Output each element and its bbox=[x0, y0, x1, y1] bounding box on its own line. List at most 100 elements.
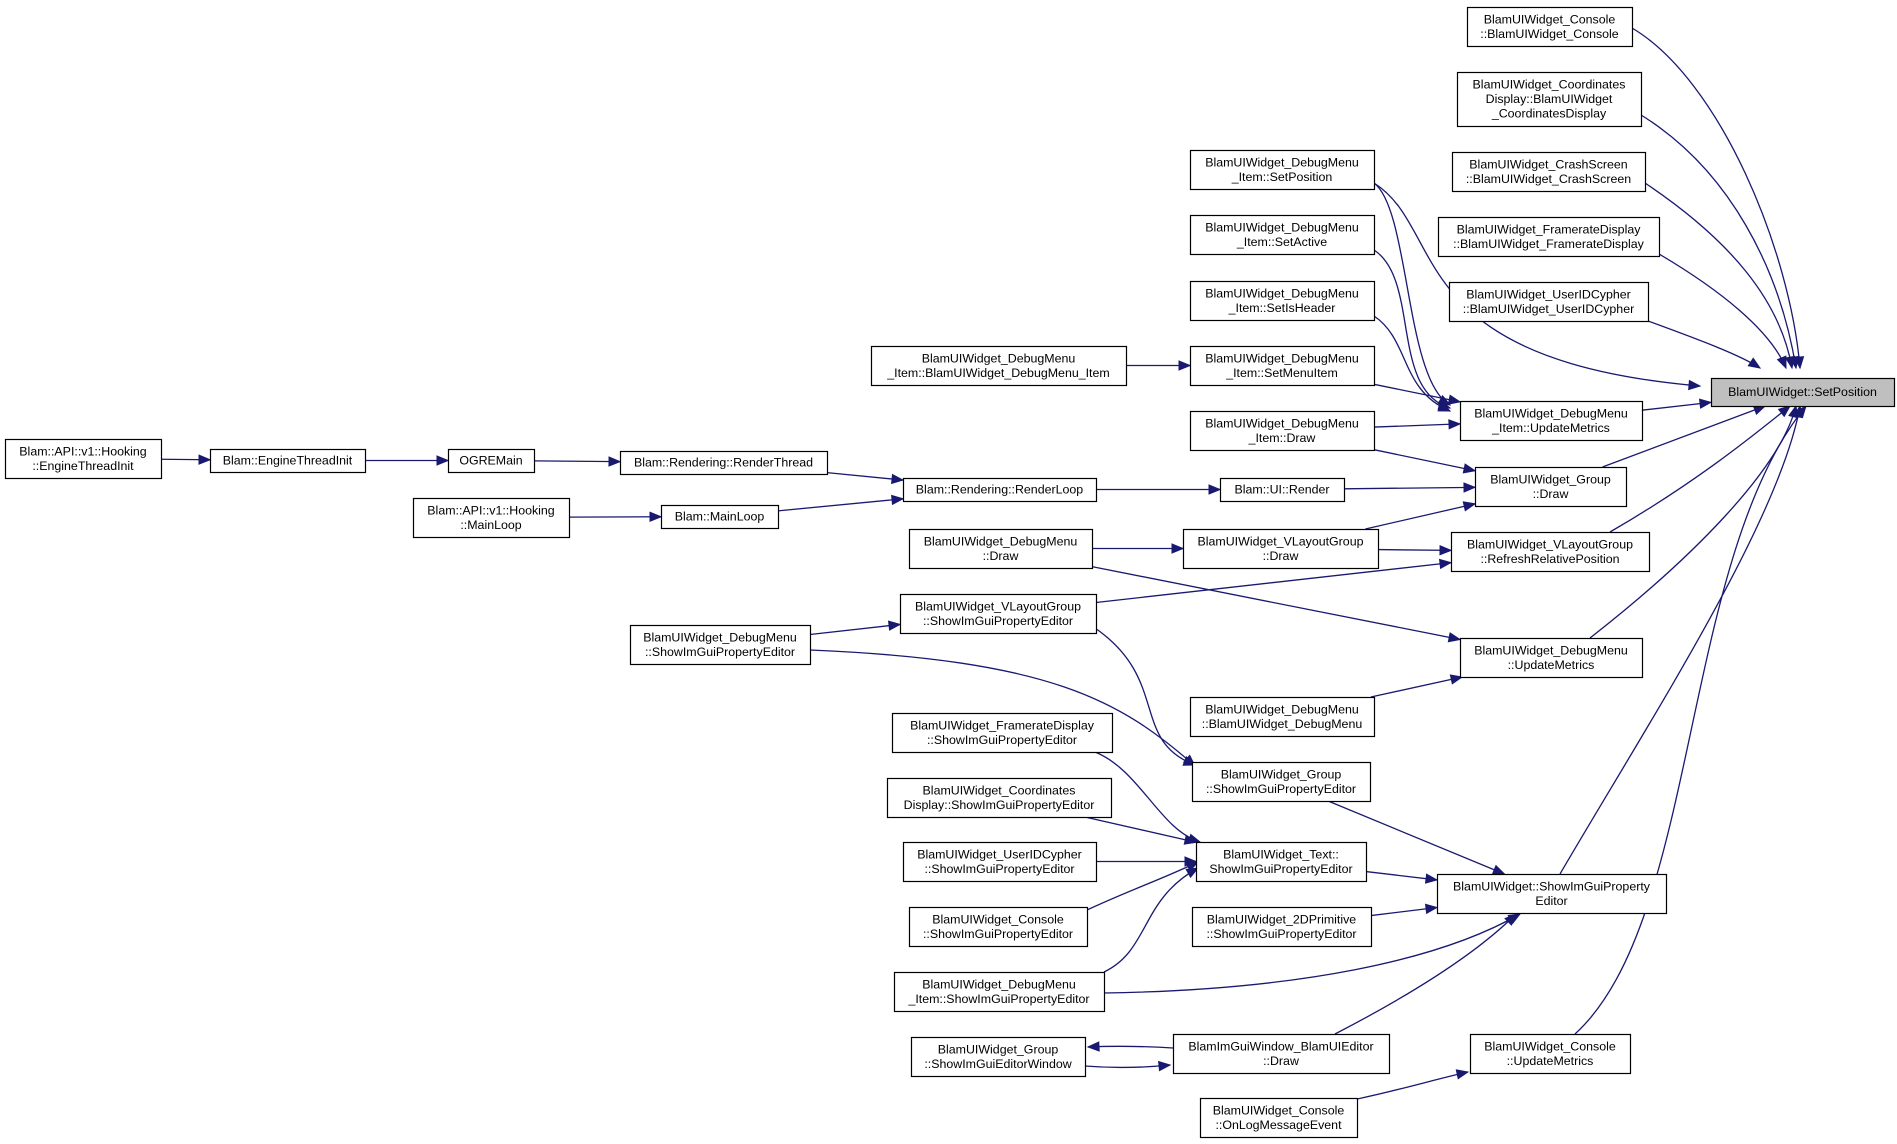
node-dmi-setpos[interactable]: BlamUIWidget_DebugMenu_Item::SetPosition bbox=[1189, 149, 1376, 191]
node-fps-ctor[interactable]: BlamUIWidget_FramerateDisplay::BlamUIWid… bbox=[1437, 216, 1661, 258]
node-label: ShowImGuiPropertyEditor bbox=[1209, 862, 1352, 876]
node-dmi-setactive[interactable]: BlamUIWidget_DebugMenu_Item::SetActive bbox=[1189, 214, 1376, 256]
node-box[interactable] bbox=[209, 448, 367, 474]
node-box[interactable] bbox=[447, 448, 536, 474]
node-box[interactable] bbox=[1450, 531, 1651, 573]
node-label: ::BlamUIWidget_UserIDCypher bbox=[1463, 302, 1634, 316]
node-ui-render[interactable]: Blam::UI::Render bbox=[1219, 477, 1346, 503]
node-box[interactable] bbox=[1189, 149, 1376, 191]
node-label: ::OnLogMessageEvent bbox=[1215, 1118, 1342, 1132]
node-box[interactable] bbox=[1189, 410, 1376, 452]
node-box[interactable] bbox=[902, 841, 1098, 883]
node-dm-draw[interactable]: BlamUIWidget_DebugMenu::Draw bbox=[908, 528, 1094, 570]
node-box[interactable] bbox=[1437, 216, 1661, 258]
node-dmi-setisheader[interactable]: BlamUIWidget_DebugMenu_Item::SetIsHeader bbox=[1189, 280, 1376, 322]
edge-dmi-setisheader-to-dmi-update bbox=[1373, 315, 1451, 412]
node-box[interactable] bbox=[1182, 528, 1380, 570]
node-dm-ctor[interactable]: BlamUIWidget_DebugMenu::BlamUIWidget_Deb… bbox=[1189, 696, 1376, 738]
node-box[interactable] bbox=[1189, 280, 1376, 322]
node-box[interactable] bbox=[1436, 873, 1668, 915]
node-box[interactable] bbox=[1459, 400, 1644, 442]
node-box[interactable] bbox=[908, 528, 1094, 570]
node-label: ::Draw bbox=[1263, 1054, 1299, 1068]
node-box[interactable] bbox=[1466, 6, 1634, 48]
node-box[interactable] bbox=[629, 624, 812, 666]
edge-vlg-refresh-to-setpos-arrowhead bbox=[1777, 405, 1792, 418]
node-group-showprop[interactable]: BlamUIWidget_Group::ShowImGuiPropertyEdi… bbox=[1191, 761, 1372, 803]
node-dmi-draw[interactable]: BlamUIWidget_DebugMenu_Item::Draw bbox=[1189, 410, 1376, 452]
node-box[interactable] bbox=[891, 712, 1114, 754]
node-box[interactable] bbox=[4, 438, 163, 480]
node-ogremain[interactable]: OGREMain bbox=[447, 448, 536, 474]
node-label: ::EngineThreadInit bbox=[32, 459, 134, 473]
node-hook-eti[interactable]: Blam::API::v1::Hooking::EngineThreadInit bbox=[4, 438, 163, 480]
node-console-onlog[interactable]: BlamUIWidget_Console::OnLogMessageEvent bbox=[1199, 1097, 1359, 1139]
node-box[interactable] bbox=[1199, 1097, 1359, 1139]
node-renderloop[interactable]: Blam::Rendering::RenderLoop bbox=[902, 477, 1098, 503]
node-text-showprop[interactable]: BlamUIWidget_Text::ShowImGuiPropertyEdit… bbox=[1195, 841, 1368, 883]
edge-ogremain-to-renderthread-arrowhead bbox=[608, 456, 622, 467]
node-uid-showprop[interactable]: BlamUIWidget_UserIDCypher::ShowImGuiProp… bbox=[902, 841, 1098, 883]
node-editor-draw[interactable]: BlamImGuiWindow_BlamUIEditor::Draw bbox=[1172, 1033, 1391, 1075]
node-crash-ctor[interactable]: BlamUIWidget_CrashScreen::BlamUIWidget_C… bbox=[1451, 151, 1647, 193]
edge-dmi-draw-to-group-draw-arrowhead bbox=[1462, 463, 1477, 474]
node-box[interactable] bbox=[1451, 151, 1647, 193]
node-prim2d-showprop[interactable]: BlamUIWidget_2DPrimitive::ShowImGuiPrope… bbox=[1191, 906, 1373, 948]
node-dmi-setmenuitem[interactable]: BlamUIWidget_DebugMenu_Item::SetMenuItem bbox=[1189, 345, 1376, 387]
node-box[interactable] bbox=[660, 504, 780, 530]
node-dmi-update[interactable]: BlamUIWidget_DebugMenu_Item::UpdateMetri… bbox=[1459, 400, 1644, 442]
node-box[interactable] bbox=[1189, 345, 1376, 387]
node-renderthread[interactable]: Blam::Rendering::RenderThread bbox=[619, 450, 829, 476]
node-group-showwin[interactable]: BlamUIWidget_Group::ShowImGuiEditorWindo… bbox=[910, 1036, 1087, 1078]
node-uid-ctor[interactable]: BlamUIWidget_UserIDCypher::BlamUIWidget_… bbox=[1448, 281, 1650, 323]
node-label: Blam::EngineThreadInit bbox=[223, 454, 353, 468]
node-box[interactable] bbox=[1191, 906, 1373, 948]
node-box[interactable] bbox=[870, 345, 1128, 387]
node-console-update[interactable]: BlamUIWidget_Console::UpdateMetrics bbox=[1469, 1033, 1632, 1075]
node-label: BlamUIWidget_DebugMenu bbox=[1205, 155, 1359, 169]
node-box[interactable] bbox=[1459, 637, 1644, 679]
node-dm-update[interactable]: BlamUIWidget_DebugMenu::UpdateMetrics bbox=[1459, 637, 1644, 679]
node-eti[interactable]: Blam::EngineThreadInit bbox=[209, 448, 367, 474]
node-box[interactable] bbox=[1189, 214, 1376, 256]
edge-dmi-draw-to-dmi-update-arrowhead bbox=[1448, 419, 1462, 430]
node-box[interactable] bbox=[908, 906, 1089, 948]
node-hook-mainloop[interactable]: Blam::API::v1::Hooking::MainLoop bbox=[412, 497, 571, 539]
node-coords-showprop[interactable]: BlamUIWidget_CoordinatesDisplay::ShowImG… bbox=[886, 777, 1113, 819]
node-uiw-showprop[interactable]: BlamUIWidget::ShowImGuiPropertyEditor bbox=[1436, 873, 1668, 915]
node-console-ctor[interactable]: BlamUIWidget_Console::BlamUIWidget_Conso… bbox=[1466, 6, 1634, 48]
node-fps-showprop[interactable]: BlamUIWidget_FramerateDisplay::ShowImGui… bbox=[891, 712, 1114, 754]
node-group-draw[interactable]: BlamUIWidget_Group::Draw bbox=[1474, 466, 1628, 508]
node-vlg-refresh[interactable]: BlamUIWidget_VLayoutGroup::RefreshRelati… bbox=[1450, 531, 1651, 573]
edge-console-showprop-to-text-showprop bbox=[1086, 861, 1199, 911]
node-dmi-ctor[interactable]: BlamUIWidget_DebugMenu_Item::BlamUIWidge… bbox=[870, 345, 1128, 387]
node-box[interactable] bbox=[1189, 696, 1376, 738]
node-box[interactable] bbox=[886, 777, 1113, 819]
node-label: _Item::SetIsHeader bbox=[1228, 301, 1336, 315]
node-vlg-draw[interactable]: BlamUIWidget_VLayoutGroup::Draw bbox=[1182, 528, 1380, 570]
node-box[interactable] bbox=[1191, 761, 1372, 803]
node-box[interactable] bbox=[619, 450, 829, 476]
node-box[interactable] bbox=[1474, 466, 1628, 508]
node-box[interactable] bbox=[893, 971, 1106, 1013]
node-dmi-showprop[interactable]: BlamUIWidget_DebugMenu_Item::ShowImGuiPr… bbox=[893, 971, 1106, 1013]
node-box[interactable] bbox=[902, 477, 1098, 503]
node-coords-ctor[interactable]: BlamUIWidget_CoordinatesDisplay::BlamUIW… bbox=[1456, 71, 1643, 128]
node-box[interactable] bbox=[1448, 281, 1650, 323]
node-box[interactable] bbox=[1219, 477, 1346, 503]
node-box[interactable] bbox=[1456, 71, 1643, 128]
edge-editor-draw-to-uiw-showprop-arrowhead bbox=[1504, 913, 1517, 926]
node-box[interactable] bbox=[899, 593, 1098, 635]
node-vlg-showprop[interactable]: BlamUIWidget_VLayoutGroup::ShowImGuiProp… bbox=[899, 593, 1098, 635]
node-box[interactable] bbox=[1469, 1033, 1632, 1075]
node-box[interactable] bbox=[910, 1036, 1087, 1078]
node-dm-showprop[interactable]: BlamUIWidget_DebugMenu::ShowImGuiPropert… bbox=[629, 624, 812, 666]
node-box[interactable] bbox=[412, 497, 571, 539]
node-label: BlamImGuiWindow_BlamUIEditor bbox=[1188, 1039, 1373, 1053]
node-box[interactable] bbox=[1195, 841, 1368, 883]
node-box[interactable] bbox=[1710, 377, 1896, 408]
node-console-showprop[interactable]: BlamUIWidget_Console::ShowImGuiPropertyE… bbox=[908, 906, 1089, 948]
node-mainloop[interactable]: Blam::MainLoop bbox=[660, 504, 780, 530]
node-box[interactable] bbox=[1172, 1033, 1391, 1075]
node-setpos[interactable]: BlamUIWidget::SetPosition bbox=[1710, 377, 1896, 408]
